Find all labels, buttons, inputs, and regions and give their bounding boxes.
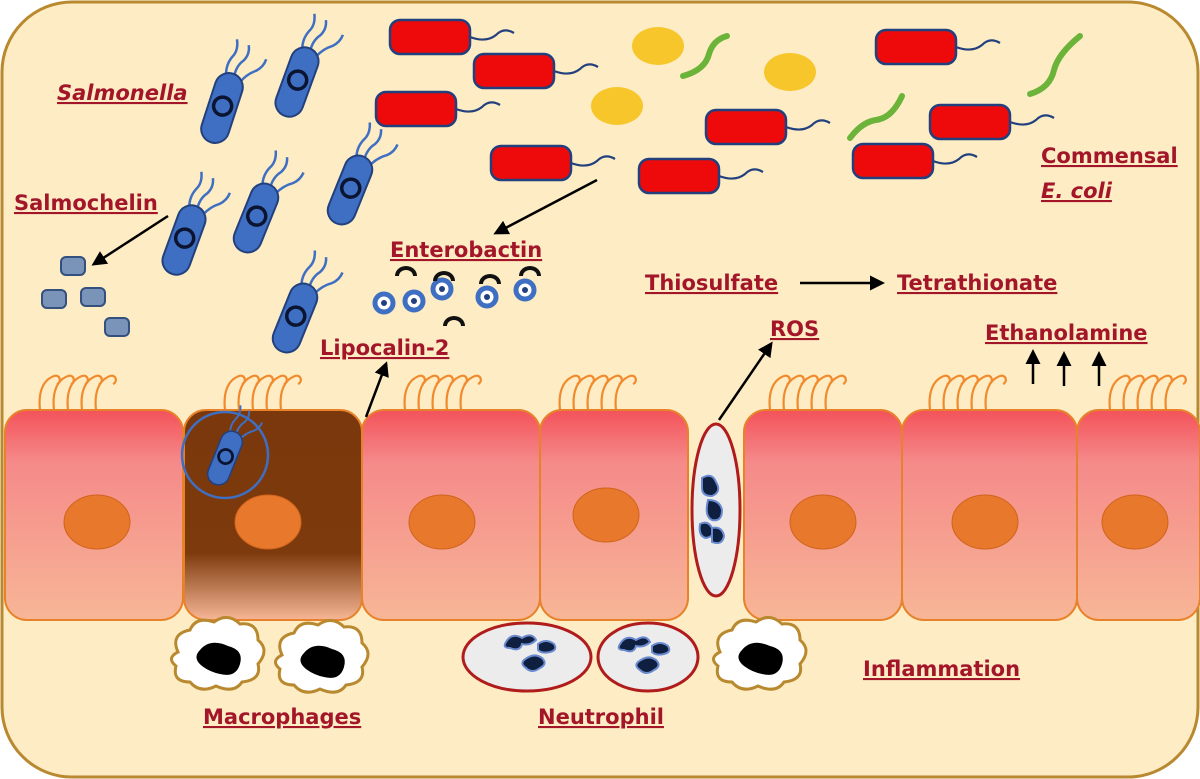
label-lipocalin-2: Lipocalin-2 [320, 336, 449, 360]
label-thiosulfate: Thiosulfate [645, 271, 778, 295]
nucleus [951, 494, 1019, 550]
label-tetrathionate: Tetrathionate [897, 271, 1057, 295]
arrow-salmochelin [91, 214, 169, 266]
epithelial-layer [4, 374, 1200, 621]
nucleus [63, 494, 131, 550]
label-enterobactin: Enterobactin [390, 238, 542, 262]
nucleus [1101, 494, 1169, 550]
nucleus [789, 494, 857, 550]
nucleus [408, 494, 476, 550]
neutrophil [461, 621, 593, 693]
commensal-rods [680, 33, 1083, 141]
label-inflammation: Inflammation [863, 657, 1020, 681]
neutrophil-nucleus-lobes [698, 474, 726, 545]
label-neutrophil: Neutrophil [538, 705, 664, 729]
label-macrophages: Macrophages [203, 705, 361, 729]
label-commensal: Commensal [1041, 144, 1178, 168]
nucleus [234, 494, 302, 550]
arrow-lipocalin [364, 361, 389, 418]
arrow-enterobactin [493, 178, 598, 235]
neutrophil [596, 621, 700, 693]
label-ros: ROS [770, 317, 819, 341]
label-salmochelin: Salmochelin [14, 191, 158, 215]
nucleus [572, 487, 640, 543]
arrow-ros [717, 341, 773, 421]
arrows [91, 178, 1107, 421]
label-salmonella: Salmonella [57, 81, 188, 105]
label-ethanolamine: Ethanolamine [985, 321, 1148, 345]
label-ecoli: E. coli [1041, 179, 1113, 203]
yellow-particles [591, 27, 816, 125]
salmonella-vacuole [180, 410, 270, 500]
